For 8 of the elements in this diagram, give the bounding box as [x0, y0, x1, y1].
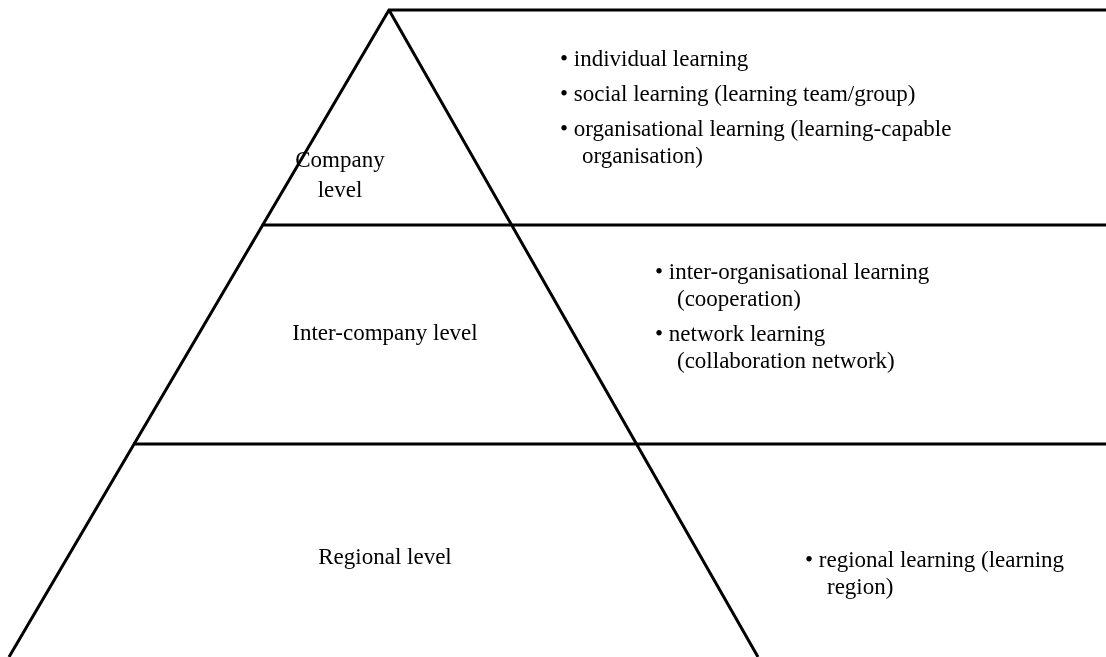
tier-label: Regional level	[317, 543, 453, 571]
bullet-item: • individual learning	[560, 45, 750, 72]
bullet-item: • social learning (learning team/group)	[560, 80, 917, 107]
bullet-item: • organisational learning (learning-capable organisation)	[560, 115, 953, 169]
tier-label: Inter-company level	[291, 319, 479, 347]
bullet-item: • regional learning (learning region)	[805, 546, 1066, 600]
bullet-item: • network learning (collaboration network)	[655, 320, 896, 374]
bullet-item: • inter-organisational learning (cooperation)	[655, 258, 931, 312]
